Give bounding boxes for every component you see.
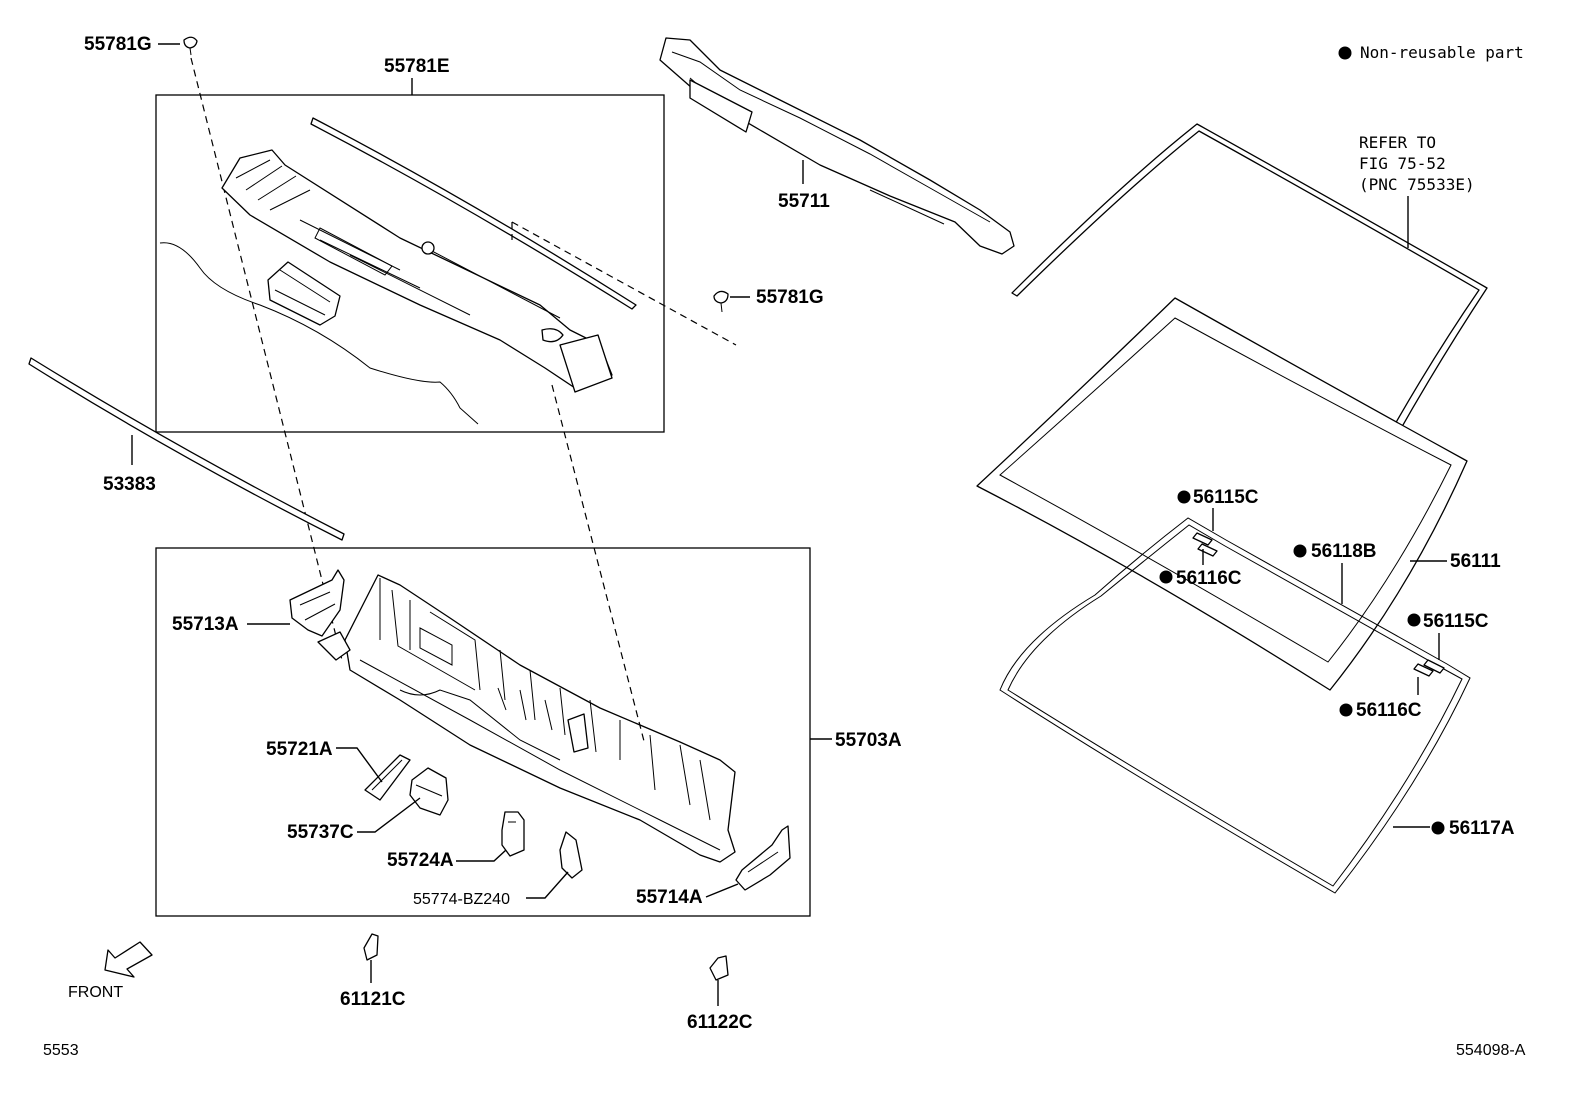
windshield-part: 56111 bbox=[976, 297, 1501, 691]
refer-line-2: FIG 75-52 bbox=[1359, 154, 1446, 173]
panel-box bbox=[155, 547, 811, 917]
cowl-assembly-group: 55781E bbox=[155, 56, 737, 433]
louver-part: 55711 bbox=[659, 37, 1015, 255]
cowl-assembly-box bbox=[155, 94, 665, 433]
footer-left: 5553 bbox=[43, 1042, 79, 1059]
label-55781e[interactable]: 55781E bbox=[384, 56, 450, 77]
non-reusable-marker-icon bbox=[1159, 570, 1173, 584]
refer-line-1: REFER TO bbox=[1359, 133, 1436, 152]
label-55713a[interactable]: 55713A bbox=[172, 614, 239, 635]
front-label: FRONT bbox=[68, 984, 123, 1001]
label-55774-bz240[interactable]: 55774-BZ240 bbox=[413, 891, 510, 908]
non-reusable-marker-icon bbox=[1431, 821, 1445, 835]
label-61122c[interactable]: 61122C bbox=[687, 1012, 753, 1033]
legend: Non-reusable part bbox=[1338, 43, 1524, 62]
label-61121c[interactable]: 61121C bbox=[340, 989, 406, 1010]
front-indicator: FRONT bbox=[68, 941, 153, 1001]
footer-right: 554098-A bbox=[1456, 1042, 1526, 1059]
non-reusable-marker-icon bbox=[1293, 544, 1307, 558]
label-56116c-top[interactable]: 56116C bbox=[1176, 568, 1242, 589]
label-56118b[interactable]: 56118B bbox=[1311, 541, 1377, 562]
label-55703a[interactable]: 55703A bbox=[835, 730, 902, 751]
label-56117a[interactable]: 56117A bbox=[1449, 818, 1515, 839]
label-55714a[interactable]: 55714A bbox=[636, 887, 703, 908]
label-53383[interactable]: 53383 bbox=[103, 474, 156, 495]
clip-right-part: 55781G bbox=[713, 287, 824, 313]
dam-part bbox=[999, 517, 1471, 894]
label-55781g-right[interactable]: 55781G bbox=[756, 287, 824, 308]
label-56115c-top[interactable]: 56115C bbox=[1193, 487, 1259, 508]
clip-61121c-part: 61121C bbox=[340, 933, 406, 1010]
panel-group: 55713A 55721A 55737C 55724A 55774-BZ240 … bbox=[155, 384, 902, 917]
label-55711[interactable]: 55711 bbox=[778, 191, 830, 212]
label-55721a[interactable]: 55721A bbox=[266, 739, 333, 760]
filled-circle-icon bbox=[1338, 46, 1352, 60]
weatherstrip-part: 53383 bbox=[28, 357, 345, 541]
refer-line-3: (PNC 75533E) bbox=[1359, 175, 1475, 194]
non-reusable-marker-icon bbox=[1407, 613, 1421, 627]
label-55781g-top[interactable]: 55781G bbox=[84, 34, 152, 55]
spacer-labels: 56115C 56116C 56118B 56115C 56116C 56117… bbox=[1159, 487, 1515, 839]
label-56115c-mid[interactable]: 56115C bbox=[1423, 611, 1489, 632]
non-reusable-marker-icon bbox=[1339, 703, 1353, 717]
non-reusable-marker-icon bbox=[1177, 490, 1191, 504]
label-56116c-mid[interactable]: 56116C bbox=[1356, 700, 1422, 721]
clip-top-part: 55781G bbox=[84, 34, 343, 661]
front-arrow-icon bbox=[104, 941, 153, 978]
label-56111[interactable]: 56111 bbox=[1450, 551, 1501, 572]
label-55737c[interactable]: 55737C bbox=[287, 822, 354, 843]
legend-text: Non-reusable part bbox=[1360, 43, 1524, 62]
label-55724a[interactable]: 55724A bbox=[387, 850, 454, 871]
clip-61122c-part: 61122C bbox=[687, 955, 753, 1033]
